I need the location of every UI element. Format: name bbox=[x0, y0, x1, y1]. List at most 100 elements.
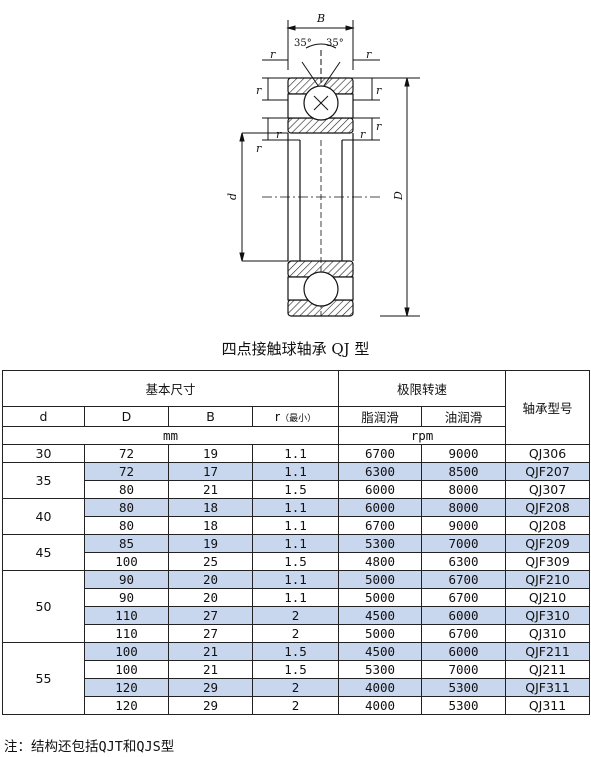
cell-oil: 8000 bbox=[421, 480, 507, 499]
cell-D: 120 bbox=[84, 678, 169, 697]
radius-label-side-left-2: r bbox=[256, 142, 262, 155]
radius-label-top-right: r bbox=[366, 48, 372, 61]
cell-model: QJ208 bbox=[505, 516, 591, 535]
header-r-note: （最小） bbox=[280, 414, 317, 424]
cell-oil: 6000 bbox=[421, 642, 507, 661]
bearing-drawing: B 35° 35° r r r r r r r r d D bbox=[226, 12, 420, 317]
cell-grease: 5000 bbox=[338, 624, 423, 643]
cell-oil: 8500 bbox=[421, 462, 507, 481]
cell-D: 110 bbox=[84, 606, 169, 625]
header-r: r（最小） bbox=[251, 406, 340, 427]
header-grease: 脂润滑 bbox=[338, 406, 423, 427]
cell-oil: 9000 bbox=[421, 516, 507, 535]
dim-label-D: D bbox=[392, 191, 405, 201]
cell-B: 29 bbox=[168, 696, 253, 715]
cell-B: 17 bbox=[168, 462, 253, 481]
cell-model: QJF210 bbox=[505, 570, 591, 589]
cell-D: 100 bbox=[84, 660, 169, 679]
cell-oil: 7000 bbox=[421, 534, 507, 553]
header-r-label: r bbox=[274, 409, 281, 424]
cell-grease: 4000 bbox=[338, 696, 423, 715]
header-oil: 油润滑 bbox=[421, 406, 507, 427]
cell-model: QJ310 bbox=[505, 624, 591, 643]
cell-d: 40 bbox=[2, 498, 85, 535]
dim-label-B: B bbox=[316, 12, 325, 25]
cell-oil: 6700 bbox=[421, 570, 507, 589]
angle-label-left: 35° bbox=[294, 38, 312, 49]
cell-grease: 5000 bbox=[338, 570, 423, 589]
cell-grease: 4800 bbox=[338, 552, 423, 571]
cell-d: 50 bbox=[2, 570, 85, 643]
cell-oil: 6300 bbox=[421, 552, 507, 571]
footnote: 注：结构还包括QJT和QJS型 bbox=[4, 739, 175, 755]
cell-d: 55 bbox=[2, 642, 85, 715]
radius-label-bottom-right: r bbox=[360, 128, 366, 141]
cell-B: 20 bbox=[168, 588, 253, 607]
cell-oil: 6700 bbox=[421, 588, 507, 607]
cell-r: 1.5 bbox=[251, 642, 340, 661]
cell-oil: 8000 bbox=[421, 498, 507, 517]
cell-grease: 5300 bbox=[338, 534, 423, 553]
cell-D: 80 bbox=[84, 516, 169, 535]
cell-B: 25 bbox=[168, 552, 253, 571]
cell-B: 18 bbox=[168, 498, 253, 517]
cell-model: QJF207 bbox=[505, 462, 591, 481]
cell-grease: 6000 bbox=[338, 480, 423, 499]
cell-D: 72 bbox=[84, 444, 169, 463]
cell-model: QJF309 bbox=[505, 552, 591, 571]
cell-grease: 5300 bbox=[338, 660, 423, 679]
cell-B: 18 bbox=[168, 516, 253, 535]
cell-d: 35 bbox=[2, 462, 85, 499]
cell-D: 80 bbox=[84, 498, 169, 517]
cell-oil: 5300 bbox=[421, 678, 507, 697]
radius-label-side-right: r bbox=[376, 84, 382, 97]
cell-D: 85 bbox=[84, 534, 169, 553]
figure-caption: 四点接触球轴承 QJ 型 bbox=[221, 340, 370, 358]
cell-B: 20 bbox=[168, 570, 253, 589]
cell-oil: 5300 bbox=[421, 696, 507, 715]
cell-model: QJF208 bbox=[505, 498, 591, 517]
cell-grease: 6300 bbox=[338, 462, 423, 481]
cell-grease: 4000 bbox=[338, 678, 423, 697]
cell-model: QJF209 bbox=[505, 534, 591, 553]
cell-grease: 6700 bbox=[338, 516, 423, 535]
cell-model: QJ306 bbox=[505, 444, 591, 463]
cell-d: 30 bbox=[2, 444, 85, 463]
cell-D: 80 bbox=[84, 480, 169, 499]
cell-B: 27 bbox=[168, 624, 253, 643]
cell-D: 100 bbox=[84, 552, 169, 571]
header-d: d bbox=[2, 406, 85, 427]
radius-label-side-left: r bbox=[256, 84, 262, 97]
cell-r: 2 bbox=[251, 624, 340, 643]
cell-B: 19 bbox=[168, 444, 253, 463]
radius-label-bottom-left: r bbox=[276, 128, 282, 141]
unit-speed: rpm bbox=[338, 426, 507, 445]
dim-label-d: d bbox=[226, 193, 239, 200]
cell-grease: 5000 bbox=[338, 588, 423, 607]
cell-D: 100 bbox=[84, 642, 169, 661]
cell-r: 1.5 bbox=[251, 660, 340, 679]
cell-r: 1.1 bbox=[251, 498, 340, 517]
cell-r: 1.1 bbox=[251, 588, 340, 607]
cell-r: 1.1 bbox=[251, 444, 340, 463]
cell-oil: 6700 bbox=[421, 624, 507, 643]
cell-B: 21 bbox=[168, 642, 253, 661]
cell-grease: 6000 bbox=[338, 498, 423, 517]
cell-model: QJ311 bbox=[505, 696, 591, 715]
cell-oil: 7000 bbox=[421, 660, 507, 679]
cell-r: 1.1 bbox=[251, 462, 340, 481]
header-D: D bbox=[84, 406, 169, 427]
